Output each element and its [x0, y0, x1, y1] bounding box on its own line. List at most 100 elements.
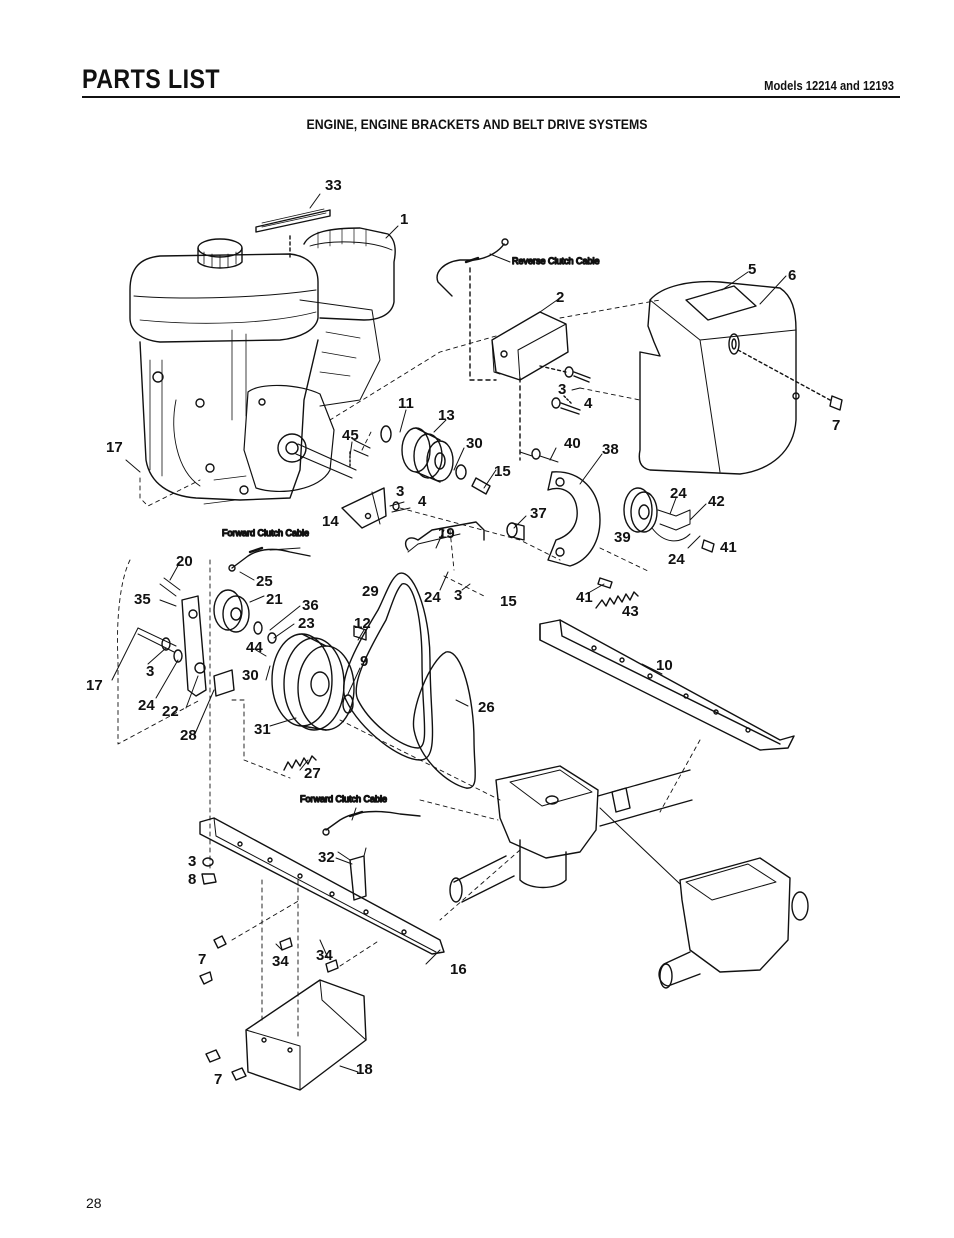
idler-pulley-part-39 [623, 487, 691, 542]
callout-6: 6 [788, 267, 796, 284]
callout-19: 19 [438, 525, 455, 542]
bracket-part-2 [491, 311, 569, 461]
callout-17-lower: 17 [86, 677, 103, 694]
callout-22: 22 [162, 703, 179, 720]
callout-4-mid: 4 [418, 493, 427, 510]
caption-reverse-clutch-cable: Reverse Clutch Cable [512, 256, 600, 266]
callout-32: 32 [318, 849, 335, 866]
callout-7-top: 7 [832, 417, 840, 434]
callout-23: 23 [298, 615, 315, 632]
spring-part-43 [595, 591, 639, 609]
callout-3-center: 3 [454, 587, 462, 604]
idler-arm-part-38 [519, 448, 601, 567]
callout-10: 10 [656, 657, 673, 674]
callout-9: 9 [360, 653, 368, 670]
callout-40: 40 [564, 435, 581, 452]
callout-45: 45 [342, 427, 359, 444]
mounting-bracket-part-14 [341, 487, 411, 529]
frame-part-10 [539, 619, 795, 751]
callout-11: 11 [398, 395, 414, 412]
belt-cover-part-6 [638, 280, 831, 475]
bracket-part-16 [199, 817, 445, 955]
callout-30-top: 30 [466, 435, 483, 452]
callout-42: 42 [708, 493, 725, 510]
callout-15-center: 15 [500, 593, 517, 610]
callout-28: 28 [180, 727, 197, 744]
engine [129, 208, 396, 505]
callout-24-right-lower: 24 [668, 551, 685, 568]
callout-34-right: 34 [316, 947, 333, 964]
callout-15-top: 15 [494, 463, 511, 480]
forward-clutch-cable-upper [228, 546, 311, 572]
callout-39: 39 [614, 529, 631, 546]
callout-29: 29 [362, 583, 379, 600]
page-title: PARTS LIST [82, 64, 221, 94]
belts-part-26-29 [342, 572, 476, 789]
spring-part-27 [283, 755, 317, 771]
callout-38: 38 [602, 441, 619, 458]
bolts-part-7-34 [199, 935, 339, 985]
callout-30-lower: 30 [242, 667, 259, 684]
caption-forward-clutch-cable-lower: Forward Clutch Cable [300, 794, 387, 804]
callout-12: 12 [354, 615, 371, 632]
bracket-part-32 [337, 847, 367, 901]
forward-clutch-cable-lower [322, 810, 421, 836]
callout-43: 43 [622, 603, 639, 620]
hardware-part-3-8 [201, 857, 217, 885]
callout-24-center: 24 [424, 589, 441, 606]
callout-13: 13 [438, 407, 455, 424]
engine-block [139, 339, 319, 501]
models-label: Models 12214 and 12193 [764, 78, 894, 93]
callout-36: 36 [302, 597, 319, 614]
callout-17-top: 17 [106, 439, 123, 456]
section-title: ENGINE, ENGINE BRACKETS AND BELT DRIVE S… [306, 116, 648, 132]
tension-arm-part-22 [137, 577, 207, 697]
callout-21: 21 [266, 591, 283, 608]
drive-pulley-part-13 [349, 425, 491, 495]
callout-1: 1 [400, 211, 408, 228]
callout-20: 20 [176, 553, 193, 570]
callout-37: 37 [530, 505, 547, 522]
nut-part-41 [597, 539, 715, 589]
callout-7-bottom: 7 [214, 1071, 222, 1088]
callout-27: 27 [304, 765, 321, 782]
callout-33: 33 [325, 177, 342, 194]
callout-25: 25 [256, 573, 273, 590]
callout-3-bottom: 3 [188, 853, 196, 870]
reverse-clutch-cable [436, 238, 509, 381]
page-number: 28 [86, 1195, 102, 1211]
transmission [449, 765, 809, 989]
page-header: PARTS LIST Models 12214 and 12193 [82, 62, 900, 98]
callout-31: 31 [254, 721, 271, 738]
callout-3-top: 3 [558, 381, 566, 398]
bolt-part-7-top [829, 395, 843, 411]
bolts-part-3-4 [551, 366, 591, 415]
decal-part-5 [685, 285, 757, 321]
callout-35: 35 [134, 591, 151, 608]
callout-2: 2 [556, 289, 564, 306]
callout-3-left: 3 [146, 663, 154, 680]
callout-4-top: 4 [584, 395, 593, 412]
assembly-guide-lines [117, 299, 701, 1041]
callout-14: 14 [322, 513, 339, 530]
callout-44: 44 [246, 639, 263, 656]
spacer-part-28 [213, 669, 235, 697]
large-pulley-part-31 [271, 625, 367, 731]
callout-41-right: 41 [720, 539, 737, 556]
callout-7-mid: 7 [198, 951, 206, 968]
callout-16: 16 [450, 961, 467, 978]
callout-18: 18 [356, 1061, 373, 1078]
callout-5: 5 [748, 261, 756, 278]
callout-24-right: 24 [670, 485, 687, 502]
callout-34-left: 34 [272, 953, 289, 970]
callout-8: 8 [188, 871, 196, 888]
callout-41-lower: 41 [576, 589, 593, 606]
callout-26: 26 [478, 699, 495, 716]
fuel-tank [129, 253, 319, 343]
callout-24-left: 24 [138, 697, 155, 714]
fuel-cap [197, 238, 243, 258]
callout-labels: 33 1 2 5 6 7 3 4 11 13 45 30 15 40 38 17… [86, 177, 840, 1088]
callout-3-mid: 3 [396, 483, 404, 500]
clutch-rod-part-19 [404, 521, 485, 553]
